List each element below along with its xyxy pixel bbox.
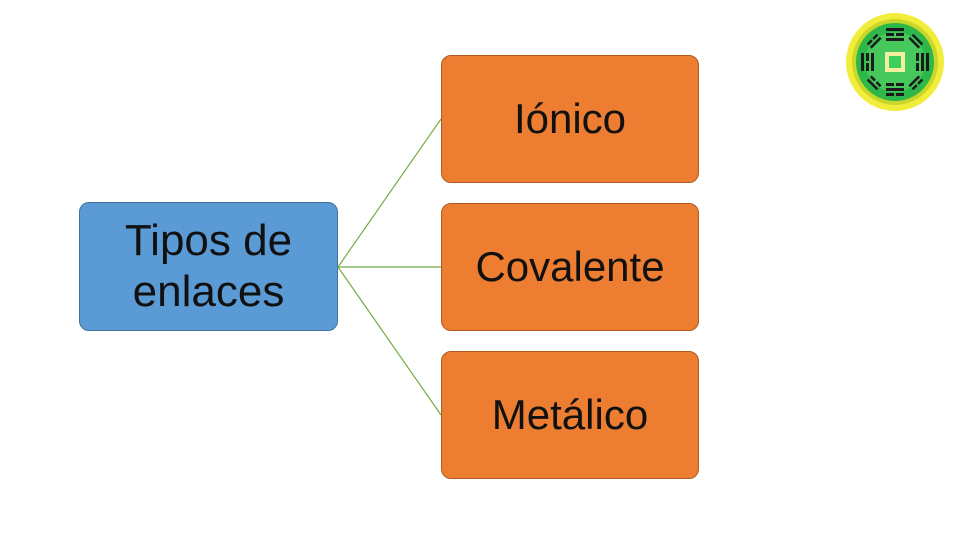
- child-node-metalico: Metálico: [441, 351, 699, 479]
- child-node-covalente: Covalente: [441, 203, 699, 331]
- child-node-ionico: Iónico: [441, 55, 699, 183]
- root-node: Tipos de enlaces: [79, 202, 338, 331]
- connector-ionico: [337, 118, 442, 268]
- child-node-label: Covalente: [475, 242, 665, 290]
- trigram-emblem-icon: [846, 13, 944, 111]
- connector-metalico: [337, 266, 442, 416]
- child-node-label: Iónico: [513, 94, 627, 142]
- child-node-label: Metálico: [491, 390, 649, 438]
- root-node-label: Tipos de enlaces: [124, 215, 293, 316]
